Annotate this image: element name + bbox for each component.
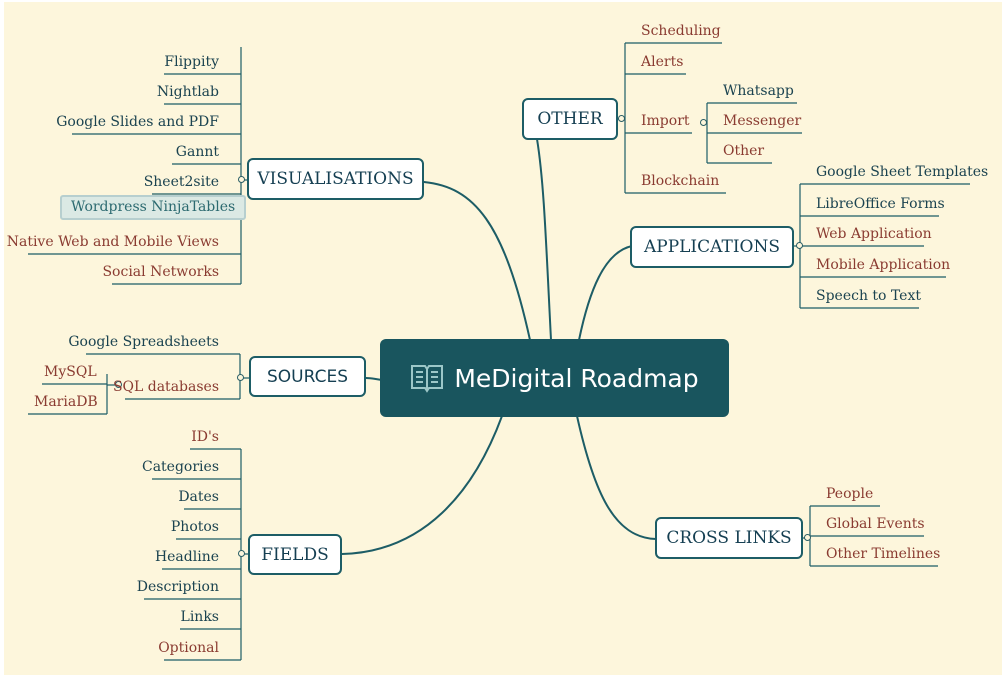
leaf-headline[interactable]: Headline [154,549,219,565]
leaf-gannt[interactable]: Gannt [175,144,219,160]
leaf-whatsapp[interactable]: Whatsapp [723,83,794,99]
collapse-toggle-icon[interactable] [115,381,122,388]
leaf-scheduling[interactable]: Scheduling [641,23,721,39]
leaf-libreoffice-forms[interactable]: LibreOffice Forms [816,196,945,212]
collapse-toggle-icon[interactable] [238,176,245,183]
leaf-native-web-mobile[interactable]: Native Web and Mobile Views [6,234,219,250]
leaf-categories[interactable]: Categories [142,459,219,475]
leaf-description[interactable]: Description [136,579,219,595]
topic-applications[interactable]: APPLICATIONS [630,226,794,268]
leaf-photos[interactable]: Photos [170,519,219,535]
leaf-other[interactable]: Other [723,143,765,159]
leaf-google-sheet-templates[interactable]: Google Sheet Templates [816,164,989,180]
leaf-nightlab[interactable]: Nightlab [156,84,219,100]
leaf-google-slides-pdf[interactable]: Google Slides and PDF [56,114,219,130]
book-icon [410,363,444,393]
topic-visualisations[interactable]: VISUALISATIONS [247,158,424,200]
leaf-wordpress-ninjatables[interactable]: Wordpress NinjaTables [60,195,247,220]
topic-other[interactable]: OTHER [522,98,618,140]
collapse-toggle-icon[interactable] [700,119,707,126]
collapse-toggle-icon[interactable] [804,534,811,541]
leaf-speech-to-text[interactable]: Speech to Text [816,288,921,304]
leaf-web-application[interactable]: Web Application [816,226,932,242]
leaf-import[interactable]: Import [641,113,690,129]
leaf-mariadb[interactable]: MariaDB [34,394,98,410]
leaf-optional[interactable]: Optional [158,640,219,656]
leaf-ids[interactable]: ID's [191,429,219,445]
collapse-toggle-icon[interactable] [618,115,625,122]
leaf-global-events[interactable]: Global Events [826,516,925,532]
leaf-mobile-application[interactable]: Mobile Application [816,257,951,273]
connector-lines [28,42,970,661]
collapse-toggle-icon[interactable] [796,242,803,249]
leaf-messenger[interactable]: Messenger [723,113,802,129]
leaf-blockchain[interactable]: Blockchain [641,173,720,189]
mind-map-canvas: MeDigital Roadmap VISUALISATIONS SOURCES… [4,2,1002,675]
leaf-other-timelines[interactable]: Other Timelines [826,546,941,562]
leaf-social-networks[interactable]: Social Networks [102,264,219,280]
leaf-sheet2site[interactable]: Sheet2site [143,174,219,190]
leaf-links[interactable]: Links [180,609,219,625]
leaf-google-spreadsheets[interactable]: Google Spreadsheets [68,334,219,350]
topic-sources[interactable]: SOURCES [249,356,366,397]
central-title: MeDigital Roadmap [454,363,699,393]
leaf-dates[interactable]: Dates [178,489,219,505]
leaf-people[interactable]: People [826,486,874,502]
central-topic[interactable]: MeDigital Roadmap [380,339,729,417]
collapse-toggle-icon[interactable] [237,374,244,381]
topic-cross-links[interactable]: CROSS LINKS [655,517,803,559]
collapse-toggle-icon[interactable] [238,550,245,557]
leaf-alerts[interactable]: Alerts [641,54,684,70]
topic-fields[interactable]: FIELDS [248,534,342,575]
leaf-sql-databases[interactable]: SQL databases [112,379,219,395]
leaf-flippity[interactable]: Flippity [164,54,219,70]
leaf-mysql[interactable]: MySQL [44,364,97,380]
